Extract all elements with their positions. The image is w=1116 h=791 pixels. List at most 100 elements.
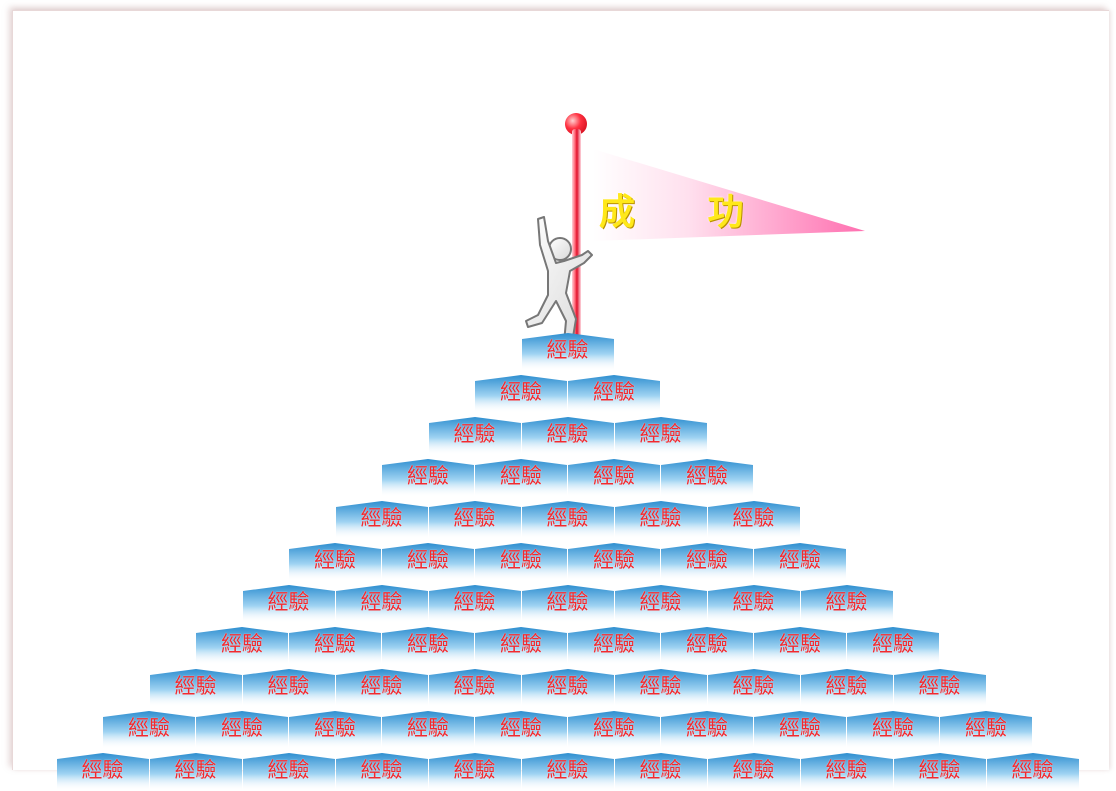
pyramid-brick: 經驗 <box>801 585 893 623</box>
brick-label: 經驗 <box>801 587 893 617</box>
brick-label: 經驗 <box>522 755 614 785</box>
pyramid-brick: 經驗 <box>382 711 474 749</box>
brick-label: 經驗 <box>475 377 567 407</box>
slide-frame: 成 功 經驗經驗經驗經驗經驗經驗經驗經驗經驗經驗經驗經驗經驗經驗經驗經驗經驗經驗… <box>12 10 1109 770</box>
pyramid-brick: 經驗 <box>708 753 800 791</box>
brick-label: 經驗 <box>522 335 614 365</box>
brick-label: 經驗 <box>708 587 800 617</box>
pyramid-brick: 經驗 <box>336 669 428 707</box>
brick-label: 經驗 <box>847 629 939 659</box>
brick-label: 經驗 <box>336 755 428 785</box>
pyramid-brick: 經驗 <box>382 459 474 497</box>
pyramid-brick: 經驗 <box>615 753 707 791</box>
brick-label: 經驗 <box>894 671 986 701</box>
pyramid-brick: 經驗 <box>894 669 986 707</box>
brick-label: 經驗 <box>289 629 381 659</box>
pyramid-brick: 經驗 <box>475 627 567 665</box>
pyramid-brick: 經驗 <box>243 585 335 623</box>
pyramid-brick: 經驗 <box>754 627 846 665</box>
pyramid-brick: 經驗 <box>150 669 242 707</box>
pyramid-brick: 經驗 <box>103 711 195 749</box>
pyramid-brick: 經驗 <box>754 543 846 581</box>
pyramid-brick: 經驗 <box>475 543 567 581</box>
brick-label: 經驗 <box>661 545 753 575</box>
pyramid-brick: 經驗 <box>708 501 800 539</box>
brick-label: 經驗 <box>708 503 800 533</box>
pyramid-brick: 經驗 <box>615 501 707 539</box>
pyramid-brick: 經驗 <box>661 459 753 497</box>
brick-label: 經驗 <box>429 587 521 617</box>
brick-label: 經驗 <box>568 545 660 575</box>
pyramid-brick: 經驗 <box>289 543 381 581</box>
pyramid-brick: 經驗 <box>522 333 614 371</box>
brick-label: 經驗 <box>289 713 381 743</box>
pyramid-brick: 經驗 <box>708 669 800 707</box>
pyramid-brick: 經驗 <box>475 375 567 413</box>
brick-label: 經驗 <box>522 419 614 449</box>
brick-label: 經驗 <box>987 755 1079 785</box>
brick-label: 經驗 <box>568 629 660 659</box>
pyramid-brick: 經驗 <box>568 375 660 413</box>
pyramid-brick: 經驗 <box>429 753 521 791</box>
brick-label: 經驗 <box>661 461 753 491</box>
brick-label: 經驗 <box>382 461 474 491</box>
brick-label: 經驗 <box>522 671 614 701</box>
pyramid-brick: 經驗 <box>661 627 753 665</box>
pyramid-brick: 經驗 <box>615 669 707 707</box>
pyramid-brick: 經驗 <box>382 627 474 665</box>
brick-label: 經驗 <box>801 755 893 785</box>
brick-label: 經驗 <box>522 503 614 533</box>
pyramid-brick: 經驗 <box>475 459 567 497</box>
pyramid-brick: 經驗 <box>847 711 939 749</box>
pyramid-brick: 經驗 <box>429 669 521 707</box>
pyramid-brick: 經驗 <box>661 543 753 581</box>
brick-label: 經驗 <box>801 671 893 701</box>
brick-label: 經驗 <box>243 671 335 701</box>
brick-label: 經驗 <box>568 713 660 743</box>
pyramid-brick: 經驗 <box>289 711 381 749</box>
pyramid-brick: 經驗 <box>568 711 660 749</box>
brick-label: 經驗 <box>429 755 521 785</box>
pyramid-brick: 經驗 <box>801 669 893 707</box>
brick-label: 經驗 <box>754 629 846 659</box>
brick-label: 經驗 <box>615 587 707 617</box>
brick-label: 經驗 <box>708 671 800 701</box>
pyramid-brick: 經驗 <box>568 627 660 665</box>
pyramid-brick: 經驗 <box>568 543 660 581</box>
pyramid-brick: 經驗 <box>429 501 521 539</box>
brick-label: 經驗 <box>336 503 428 533</box>
brick-label: 經驗 <box>568 461 660 491</box>
brick-label: 經驗 <box>661 629 753 659</box>
pyramid-brick: 經驗 <box>336 585 428 623</box>
brick-label: 經驗 <box>568 377 660 407</box>
pyramid-brick: 經驗 <box>708 585 800 623</box>
pyramid-brick: 經驗 <box>987 753 1079 791</box>
brick-label: 經驗 <box>475 713 567 743</box>
pyramid-brick: 經驗 <box>196 711 288 749</box>
pyramid-brick: 經驗 <box>57 753 149 791</box>
brick-label: 經驗 <box>754 713 846 743</box>
brick-label: 經驗 <box>243 587 335 617</box>
pyramid-brick: 經驗 <box>522 585 614 623</box>
brick-label: 經驗 <box>615 671 707 701</box>
brick-label: 經驗 <box>150 671 242 701</box>
brick-label: 經驗 <box>196 713 288 743</box>
brick-label: 經驗 <box>708 755 800 785</box>
pyramid-brick: 經驗 <box>522 669 614 707</box>
brick-label: 經驗 <box>615 503 707 533</box>
brick-label: 經驗 <box>894 755 986 785</box>
pyramid-brick: 經驗 <box>661 711 753 749</box>
flag-title: 成 功 <box>599 183 774 235</box>
brick-label: 經驗 <box>243 755 335 785</box>
climber-figure-icon <box>518 211 618 346</box>
brick-label: 經驗 <box>847 713 939 743</box>
brick-label: 經驗 <box>754 545 846 575</box>
pyramid-brick: 經驗 <box>336 501 428 539</box>
brick-label: 經驗 <box>196 629 288 659</box>
brick-label: 經驗 <box>429 671 521 701</box>
pyramid-brick: 經驗 <box>429 585 521 623</box>
brick-label: 經驗 <box>475 545 567 575</box>
brick-label: 經驗 <box>429 419 521 449</box>
pyramid-brick: 經驗 <box>894 753 986 791</box>
pyramid-brick: 經驗 <box>940 711 1032 749</box>
